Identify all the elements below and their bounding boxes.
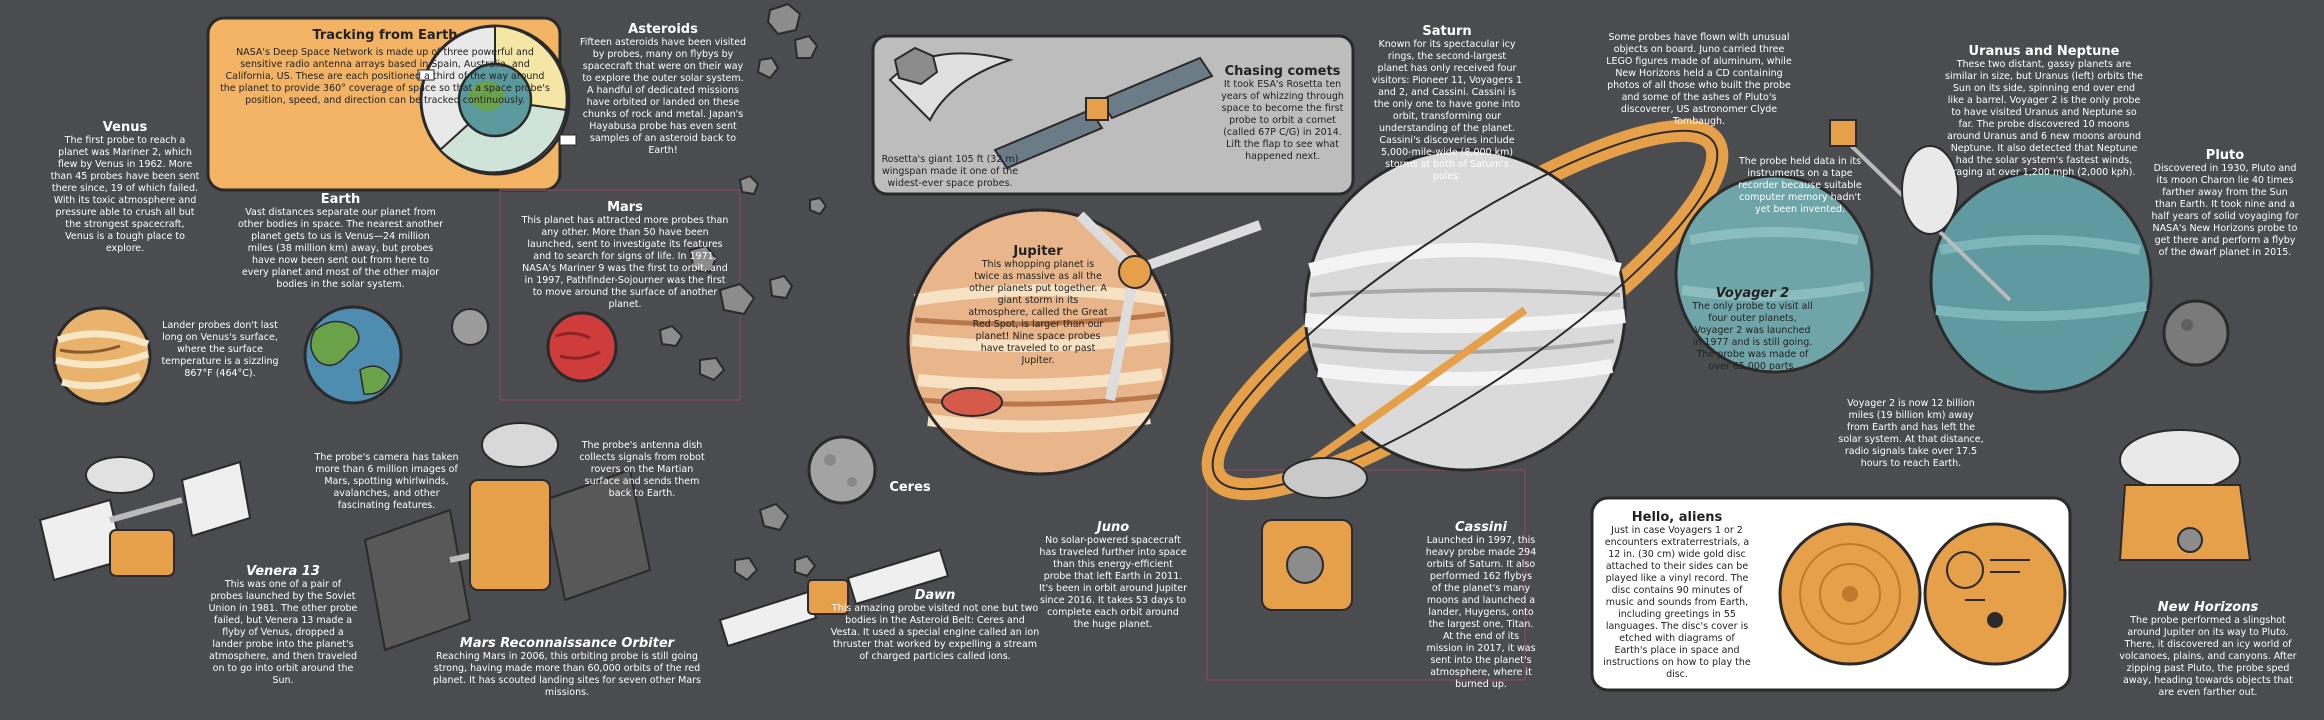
- venera-13-probe: [38, 456, 252, 582]
- venus-planet: [52, 306, 152, 406]
- venera-text: This was one of a pair of probes launche…: [208, 579, 358, 686]
- aliens-section: Hello, aliens Just in case Voyagers 1 or…: [1602, 510, 1752, 681]
- mro-section: Mars Reconnaissance Orbiter Reaching Mar…: [432, 636, 702, 699]
- cassini-probe: [1261, 306, 1528, 611]
- earth-planet: [303, 305, 403, 405]
- tracking-section: Tracking from Earth NASA's Deep Space Ne…: [220, 28, 550, 107]
- asteroids-title: Asteroids: [628, 22, 698, 37]
- asteroids-section: Asteroids Fifteen asteroids have been vi…: [578, 22, 748, 157]
- mro-camera-text: The probe's camera has taken more than 6…: [314, 452, 459, 511]
- dawn-title: Dawn: [914, 588, 956, 603]
- pluto-dwarf-planet: [2162, 299, 2230, 367]
- new-horizons-probe: [2118, 429, 2252, 561]
- aliens-title: Hello, aliens: [1631, 510, 1723, 525]
- new-horizons-title: New Horizons: [2157, 600, 2259, 615]
- pluto-section: Pluto Discovered in 1930, Pluto and its …: [2150, 148, 2300, 259]
- saturn-title: Saturn: [1422, 24, 1472, 39]
- dawn-section: Dawn This amazing probe visited not one …: [830, 588, 1040, 663]
- venera-section: Venera 13 This was one of a pair of prob…: [208, 564, 358, 687]
- comets-caption: Rosetta's giant 105 ft (32 m) wingspan m…: [881, 154, 1019, 189]
- mars-title: Mars: [607, 200, 643, 215]
- cassini-title: Cassini: [1455, 520, 1507, 535]
- pluto-text: Discovered in 1930, Pluto and its moon C…: [2151, 163, 2299, 258]
- comets-text: It took ESA's Rosetta ten years of whizz…: [1221, 79, 1344, 162]
- uranus-planet: [1674, 174, 1874, 374]
- pluto-title: Pluto: [2205, 148, 2245, 163]
- juno-title: Juno: [1096, 520, 1130, 535]
- cassini-frame: [1206, 469, 1526, 681]
- dawn-text: This amazing probe visited not one but t…: [830, 603, 1040, 662]
- juno-text: No solar-powered spacecraft has traveled…: [1038, 535, 1188, 630]
- new-horizons-section: New Horizons The probe performed a sling…: [2118, 600, 2298, 699]
- jupiter-planet: [906, 208, 1174, 476]
- uranus-neptune-section: Uranus and Neptune These two distant, ga…: [1944, 44, 2144, 179]
- uranus-neptune-text: These two distant, gassy planets are sim…: [1945, 59, 2143, 178]
- saturn-text: Known for its spectacular icy rings, the…: [1372, 39, 1523, 182]
- new-horizons-text: The probe performed a slingshot around J…: [2119, 615, 2297, 698]
- venus-text: The first probe to reach a planet was Ma…: [50, 135, 200, 254]
- asteroids-text: Fifteen asteroids have been visited by p…: [579, 37, 747, 156]
- mro-title: Mars Reconnaissance Orbiter: [459, 636, 675, 651]
- unusual-objects-text: Some probes have flown with unusual obje…: [1606, 32, 1792, 127]
- earth-section: Earth Vast distances separate our planet…: [238, 192, 443, 291]
- voyager2-section: Voyager 2 The only probe to visit all fo…: [1690, 286, 1815, 373]
- ceres-dwarf-planet: [807, 435, 877, 505]
- tracking-globe-icon: [417, 24, 577, 176]
- comet-illustration: [888, 46, 1014, 122]
- jupiter-title: Jupiter: [1013, 244, 1063, 259]
- tracking-text: NASA's Deep Space Network is made up of …: [220, 47, 550, 106]
- golden-record-icon: [1778, 522, 1922, 666]
- mro-text: Reaching Mars in 2006, this orbiting pro…: [432, 651, 702, 698]
- asteroid-field: [658, 2, 828, 582]
- voyager2-tape-text: The probe held data in its instruments o…: [1738, 156, 1862, 215]
- tracking-title: Tracking from Earth: [312, 28, 458, 43]
- jupiter-text: This whopping planet is twice as massive…: [968, 259, 1108, 366]
- venera-title: Venera 13: [246, 564, 320, 579]
- juno-section: Juno No solar-powered spacecraft has tra…: [1038, 520, 1188, 631]
- earth-text: Vast distances separate our planet from …: [238, 207, 444, 290]
- voyager-2-probe: [1829, 119, 2012, 302]
- comets-title: Chasing comets: [1224, 64, 1341, 79]
- mro-antenna-text: The probe's antenna dish collects signal…: [579, 440, 705, 499]
- juno-probe: [1076, 211, 1262, 401]
- mars-section: Mars This planet has attracted more prob…: [520, 200, 730, 311]
- voyager2-distance-text: Voyager 2 is now 12 billion miles (19 bi…: [1838, 398, 1984, 469]
- venus-title: Venus: [102, 120, 148, 135]
- mars-reconnaissance-orbiter: [363, 422, 652, 652]
- cassini-section: Cassini Launched in 1997, this heavy pro…: [1425, 520, 1537, 691]
- earth-title: Earth: [320, 192, 361, 207]
- mars-text: This planet has attracted more probes th…: [521, 215, 729, 310]
- neptune-planet: [1929, 170, 2153, 394]
- moon-small: [451, 308, 489, 346]
- uranus-neptune-title: Uranus and Neptune: [1968, 44, 2120, 59]
- ceres-label: Ceres: [889, 480, 931, 495]
- saturn-section: Saturn Known for its spectacular icy rin…: [1372, 24, 1522, 183]
- saturn-planet: [1201, 119, 1729, 501]
- mars-planet: [546, 311, 618, 383]
- aliens-text: Just in case Voyagers 1 or 2 encounters …: [1603, 525, 1751, 680]
- voyager2-text: The only probe to visit all four outer p…: [1692, 301, 1813, 372]
- voyager2-title: Voyager 2: [1715, 286, 1790, 301]
- cassini-text: Launched in 1997, this heavy probe made …: [1425, 535, 1537, 690]
- dawn-probe: [718, 548, 950, 648]
- comets-section: Chasing comets It took ESA's Rosetta ten…: [1220, 64, 1345, 163]
- venus-section: Venus The first probe to reach a planet …: [50, 120, 200, 255]
- record-cover-icon: [1923, 522, 2067, 666]
- jupiter-section: Jupiter This whopping planet is twice as…: [968, 244, 1108, 367]
- venus-note: Lander probes don't last long on Venus's…: [161, 320, 279, 379]
- rosetta-probe: [993, 56, 1214, 170]
